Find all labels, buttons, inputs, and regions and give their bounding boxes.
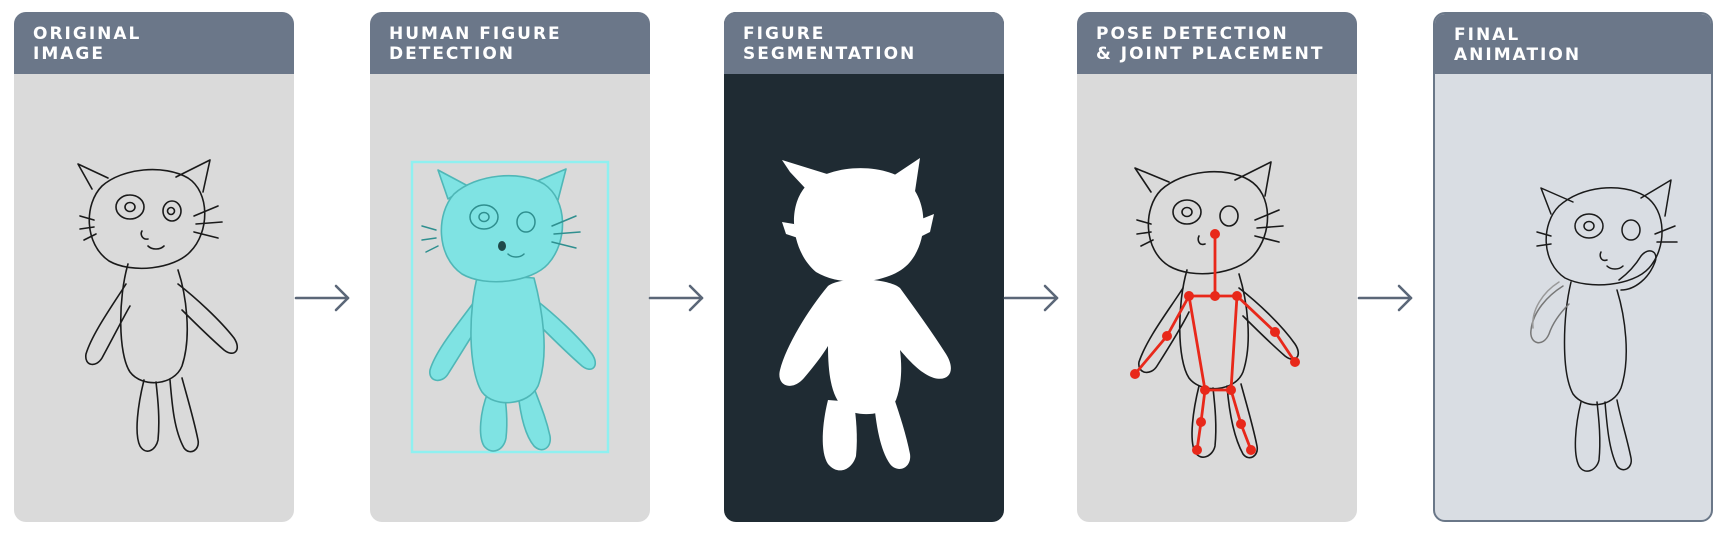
cat-detection-icon (410, 160, 610, 454)
right-arrow-icon (1357, 284, 1413, 312)
stage-title: POSE DETECTION & JOINT PLACEMENT (1077, 12, 1357, 74)
stage-title: ORIGINAL IMAGE (14, 12, 294, 74)
bounding-box (410, 160, 610, 454)
stage-original-image: ORIGINAL IMAGE (14, 12, 294, 522)
right-arrow-icon (294, 284, 350, 312)
stage-pose-detection: POSE DETECTION & JOINT PLACEMENT (1077, 12, 1357, 522)
stage-figure-segmentation: FIGURE SEGMENTATION (724, 12, 1004, 522)
cat-silhouette-icon (779, 158, 951, 471)
cat-animated-icon (1530, 179, 1678, 472)
stage-title: FINAL ANIMATION (1435, 14, 1711, 74)
cat-drawing-icon (77, 159, 239, 453)
stage-title: HUMAN FIGURE DETECTION (370, 12, 650, 74)
right-arrow-icon (1003, 284, 1059, 312)
right-arrow-icon (648, 284, 704, 312)
stage-final-animation: FINAL ANIMATION (1433, 12, 1713, 522)
stage-title: FIGURE SEGMENTATION (724, 12, 1004, 74)
cat-skeleton-icon (1130, 161, 1300, 459)
stage-human-figure-detection: HUMAN FIGURE DETECTION (370, 12, 650, 522)
